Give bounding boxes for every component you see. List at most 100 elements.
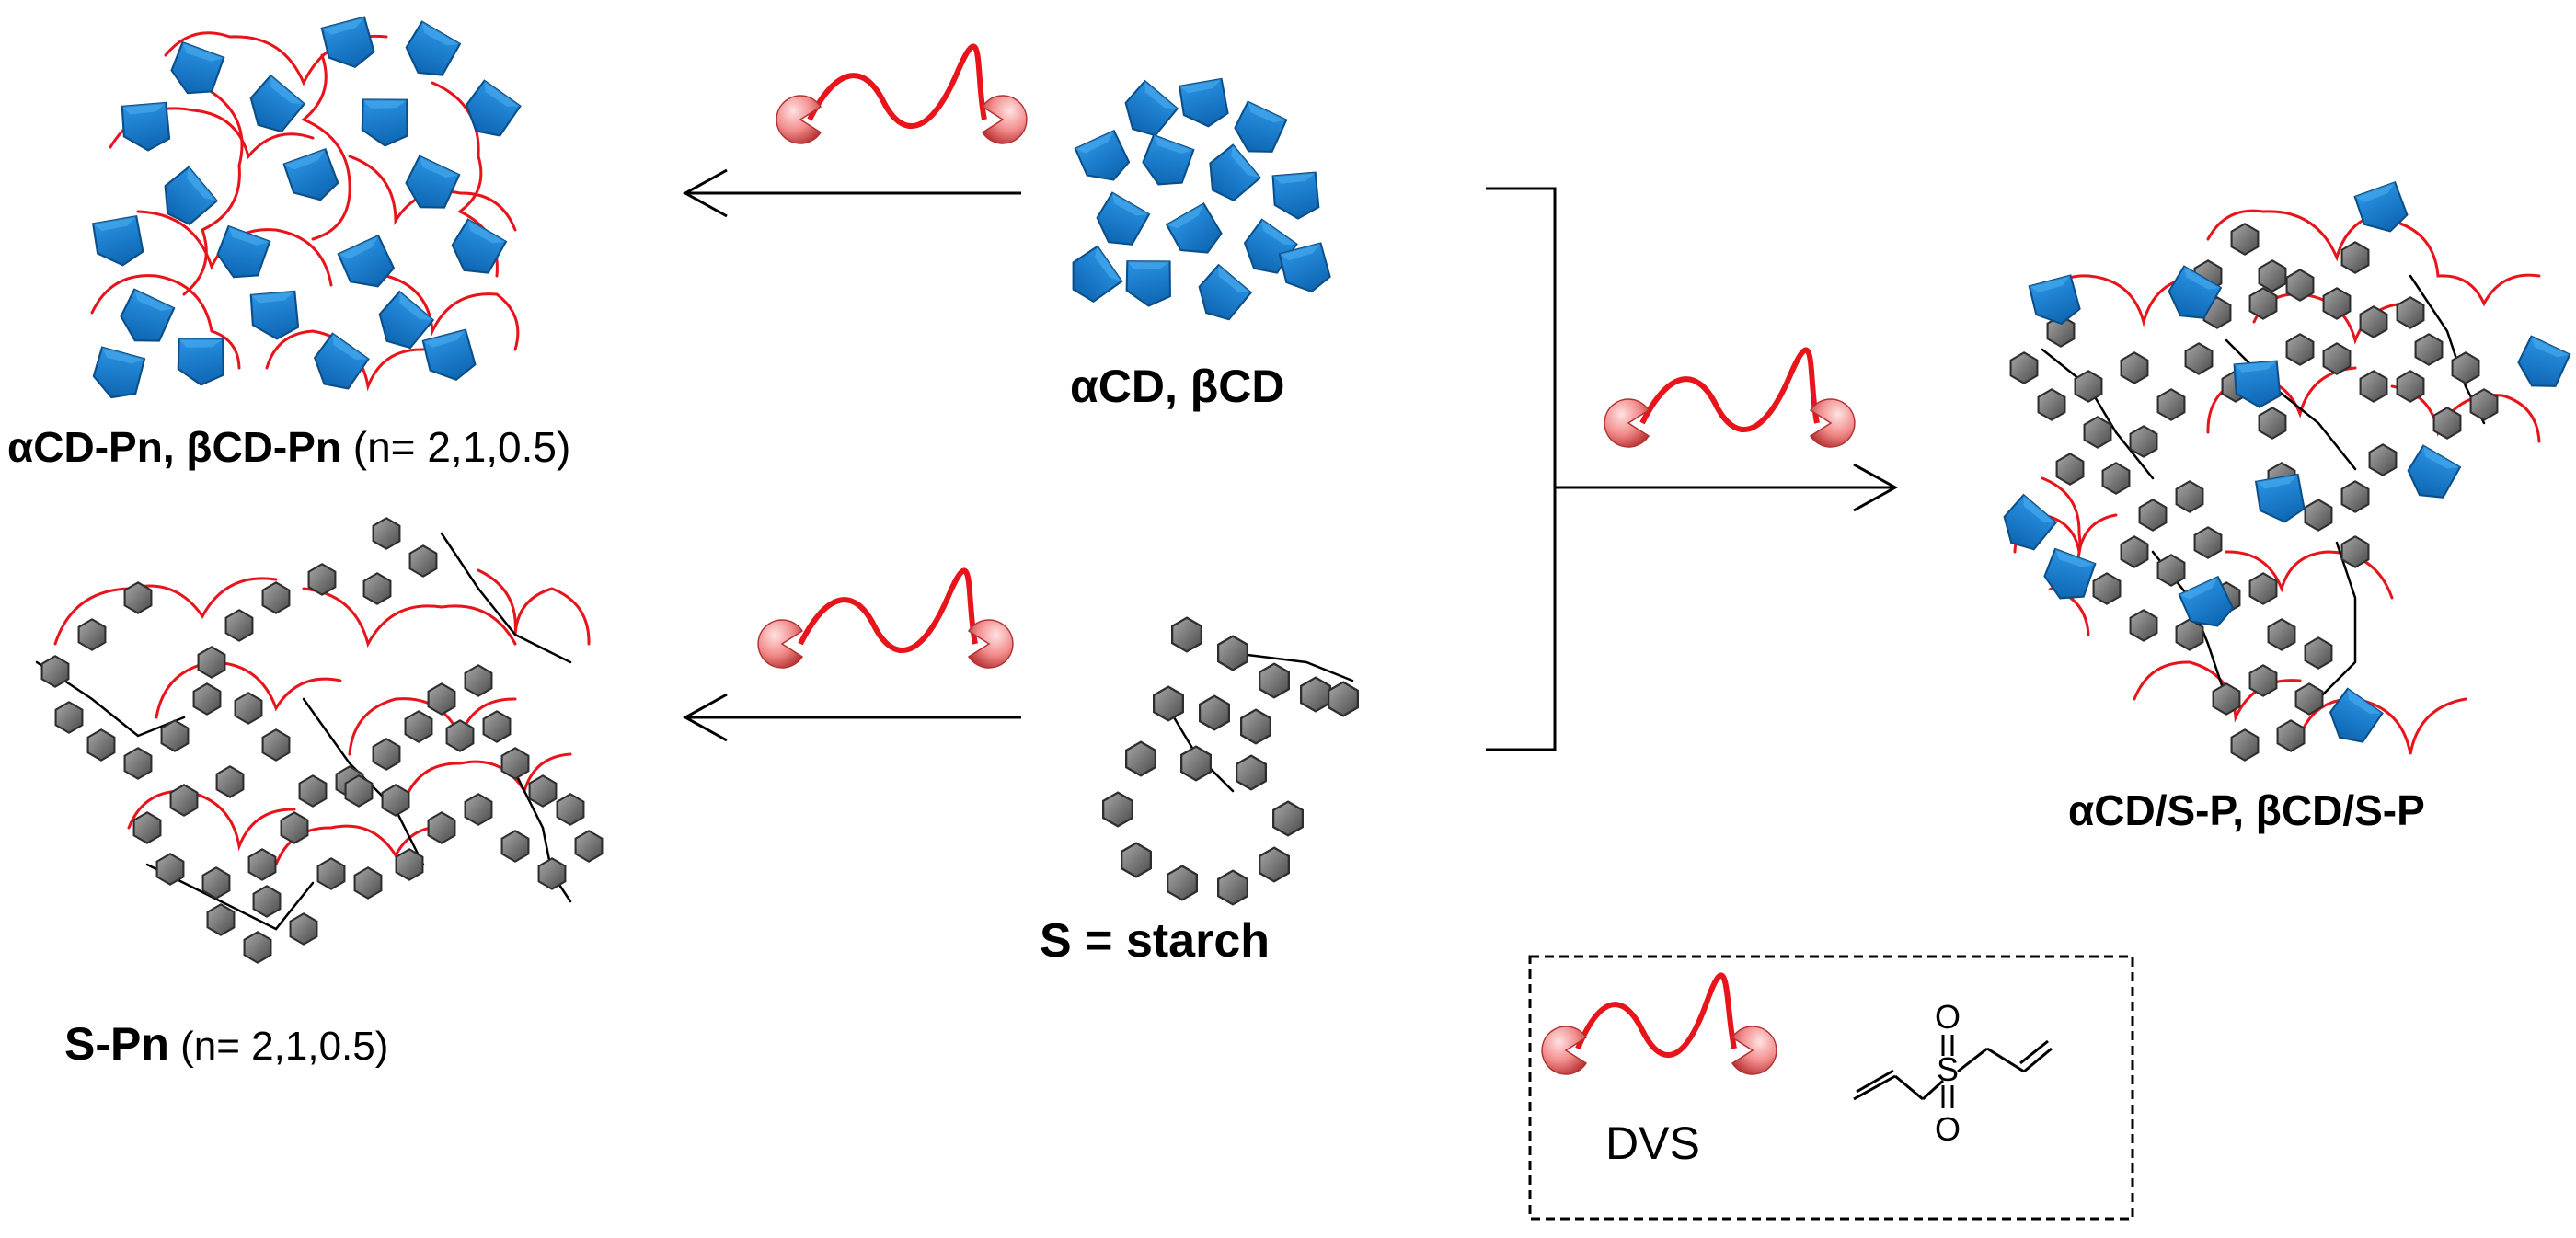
cyclodextrin-icon xyxy=(167,40,226,99)
glucose-unit-icon xyxy=(155,853,185,886)
cyclodextrin-icon xyxy=(2400,442,2464,506)
glucose-unit-icon xyxy=(298,774,328,808)
glucose-unit-icon xyxy=(261,728,291,762)
glucose-unit-icon xyxy=(192,682,222,716)
oxygen-atom-label: O xyxy=(1935,998,1961,1036)
cyclodextrin-icon xyxy=(151,162,224,234)
glucose-unit-icon xyxy=(1120,842,1153,878)
glucose-unit-icon xyxy=(2037,388,2066,421)
glucose-unit-icon xyxy=(215,765,245,798)
cyclodextrin-icon xyxy=(1161,197,1231,266)
dvs-structure xyxy=(1853,1035,2053,1108)
glucose-unit-icon xyxy=(243,931,272,964)
crosslink-line xyxy=(127,789,296,852)
glucose-unit-icon xyxy=(2359,370,2388,403)
glucose-unit-icon xyxy=(2120,535,2149,568)
glucose-unit-icon xyxy=(261,581,291,614)
cyclodextrin-icon xyxy=(315,8,383,76)
oxygen-atom-label: O xyxy=(1935,1110,1961,1148)
glucose-unit-icon xyxy=(482,710,512,743)
glucose-unit-icon xyxy=(2212,682,2241,716)
bracket-connector xyxy=(1486,187,1557,751)
glucose-unit-icon xyxy=(2340,241,2370,274)
cyclodextrin-icon xyxy=(1058,241,1129,311)
glucose-unit-icon xyxy=(2469,388,2499,421)
starch-polymer-label: S-Pn (n= 2,1,0.5) xyxy=(64,1021,388,1067)
glycosidic-bond-line xyxy=(513,771,572,903)
glucose-unit-icon xyxy=(160,719,190,752)
glycosidic-bond-line xyxy=(145,863,315,931)
glucose-unit-icon xyxy=(2230,728,2260,762)
cyclodextrin-icon xyxy=(398,18,464,84)
cyclodextrin-icon xyxy=(86,208,152,273)
cyclodextrin-icon xyxy=(399,154,463,216)
cyclodextrin-icon xyxy=(213,224,272,283)
glucose-unit-icon xyxy=(464,664,493,697)
glucose-unit-icon xyxy=(289,912,318,946)
glucose-unit-icon xyxy=(2359,305,2388,338)
cyclodextrin-icon xyxy=(444,216,510,281)
cyclodextrin-icon xyxy=(115,94,178,157)
glucose-unit-icon xyxy=(252,885,282,918)
glucose-unit-icon xyxy=(307,563,337,596)
glycosidic-bond-line xyxy=(2317,541,2357,701)
glucose-unit-icon xyxy=(574,830,604,863)
crosslink-line xyxy=(2225,550,2394,600)
glucose-unit-icon xyxy=(2451,351,2480,384)
glucose-unit-icon xyxy=(2322,342,2352,375)
glucose-unit-icon xyxy=(2285,333,2315,366)
glucose-unit-icon xyxy=(2129,609,2158,642)
glucose-unit-icon xyxy=(1179,745,1213,782)
glucose-unit-icon xyxy=(1216,635,1249,671)
mixed-polymer-network xyxy=(1994,175,2573,762)
crosslink-line xyxy=(2390,384,2541,443)
glucose-unit-icon xyxy=(2230,223,2260,256)
glucose-unit-icon xyxy=(1216,869,1249,906)
cyclodextrin-icon xyxy=(1173,71,1236,134)
glucose-unit-icon xyxy=(404,710,433,743)
glucose-unit-icon xyxy=(464,793,493,826)
glucose-unit-icon xyxy=(2304,499,2333,532)
glucose-unit-icon xyxy=(123,747,153,780)
glucose-unit-icon xyxy=(40,655,70,688)
glucose-unit-icon xyxy=(169,784,199,817)
glucose-unit-icon xyxy=(197,646,226,679)
glucose-unit-icon xyxy=(372,517,401,550)
glucose-unit-icon xyxy=(2304,636,2333,670)
cyclodextrin-icon xyxy=(2040,546,2098,604)
glucose-unit-icon xyxy=(1124,740,1157,777)
crosslink-line xyxy=(90,274,241,370)
glucose-unit-icon xyxy=(528,774,558,808)
glucose-unit-icon xyxy=(2322,287,2352,320)
cyclodextrin-icon xyxy=(240,71,310,141)
starch-polymer-network xyxy=(35,517,604,964)
glucose-unit-icon xyxy=(201,866,231,900)
cd-polymer-network xyxy=(86,8,525,401)
glucose-unit-icon xyxy=(1170,616,1203,653)
cyclodextrin-icon xyxy=(305,330,374,398)
cyclodextrin-icon xyxy=(172,330,232,390)
crosslink-line xyxy=(2390,219,2541,307)
glucose-unit-icon xyxy=(1198,694,1231,731)
cyclodextrin-icon xyxy=(1266,164,1327,224)
glucose-unit-icon xyxy=(1327,681,1360,717)
glucose-unit-icon xyxy=(1152,685,1185,722)
glucose-unit-icon xyxy=(500,830,530,863)
starch-chain xyxy=(1101,616,1360,906)
starch-polymer-ratio: (n= 2,1,0.5) xyxy=(168,1024,389,1069)
cyclodextrin-icon xyxy=(356,91,416,151)
crosslink-line xyxy=(403,752,572,802)
glucose-unit-icon xyxy=(280,811,309,844)
cyclodextrin-icon xyxy=(2227,352,2288,413)
glucose-unit-icon xyxy=(2156,388,2186,421)
cd-polymer-label: αCD-Pn, βCD-Pn (n= 2,1,0.5) xyxy=(7,426,570,468)
crosslink-line xyxy=(477,568,591,646)
cd-monomer-label: αCD, βCD xyxy=(1070,361,1285,412)
glucose-unit-icon xyxy=(2175,618,2204,651)
crosslink-line xyxy=(385,274,520,351)
cyclodextrin-icon xyxy=(1994,491,2061,558)
starch-definition-label: S = starch xyxy=(1040,914,1271,968)
glucose-unit-icon xyxy=(224,609,254,642)
cyclodextrin-icon xyxy=(114,287,178,350)
